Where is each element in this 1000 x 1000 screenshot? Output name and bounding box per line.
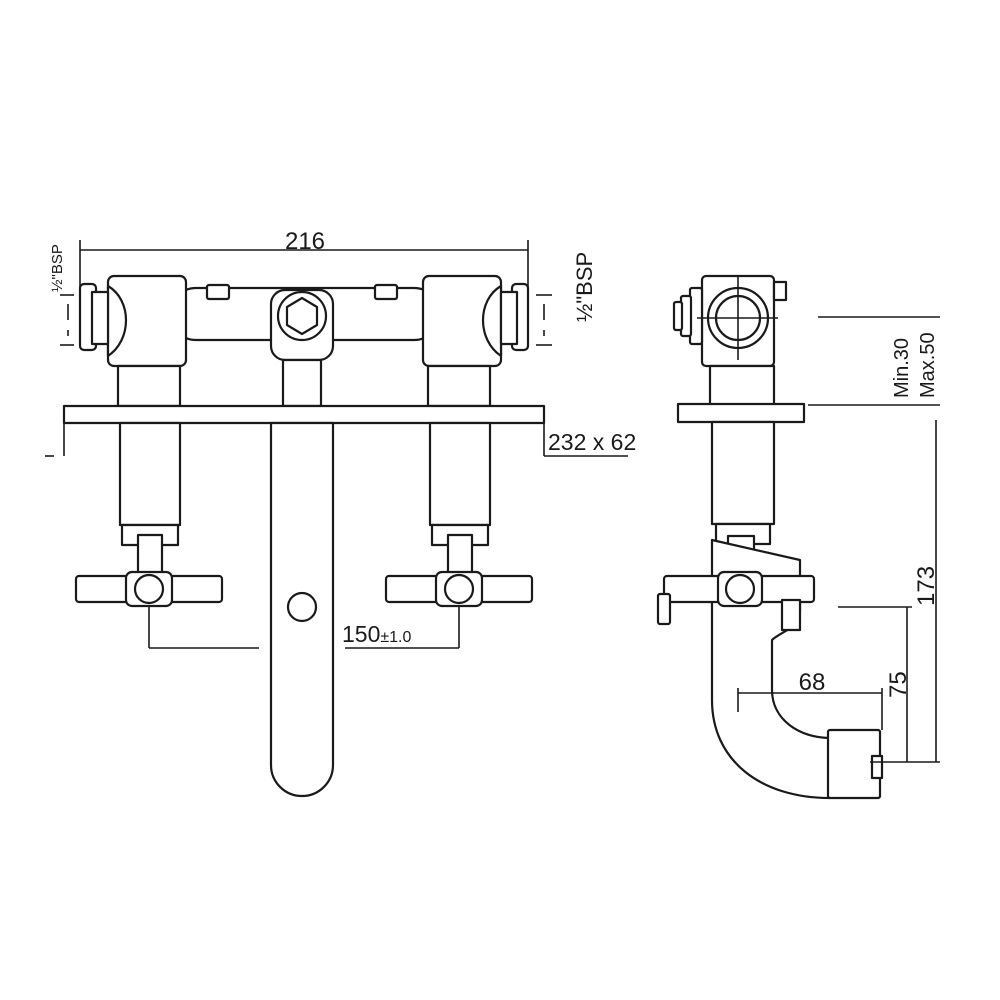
dimension-handle-spacing: 150±1.0 [148, 605, 460, 649]
left-handle-hub-icon [133, 573, 165, 605]
side-wall-plate [676, 402, 806, 424]
left-stem-upper [116, 364, 182, 408]
spout-connector [269, 288, 335, 408]
body-screw-right [373, 283, 399, 301]
spout-height-label: 173 [913, 566, 940, 606]
right-cross-handle [384, 570, 534, 608]
handle-spacing-label: 150±1.0 [342, 621, 412, 647]
dimension-spout-projection: 68 [737, 669, 883, 730]
side-cross-handle [656, 570, 816, 632]
spout-projection-label: 68 [799, 669, 826, 696]
right-stem-upper [426, 364, 492, 408]
side-valve-head [672, 274, 788, 368]
wall-depth-max-label: Max.50 [917, 332, 939, 398]
left-stem-lower [118, 421, 182, 527]
side-handle-hub-icon [724, 573, 756, 605]
handle-spacing-value: 150 [342, 621, 380, 647]
handle-spacing-tolerance: ±1.0 [380, 629, 411, 646]
right-handle-hub-icon [443, 573, 475, 605]
spout-aerator-icon [286, 591, 318, 623]
dimension-spout-height: 173 [870, 420, 940, 763]
outlet-height-label: 75 [885, 671, 912, 698]
dimension-outlet-height: 75 [838, 606, 912, 762]
overall-width-label: 216 [285, 228, 325, 255]
side-view: Min.30 Max.50 173 75 68 [656, 274, 940, 800]
left-cross-handle [74, 570, 224, 608]
right-stem-lower [428, 421, 492, 527]
body-screw-left [205, 283, 231, 301]
left-valve-housing [78, 274, 188, 368]
inlet-left-size-label: ½"BSP [49, 244, 66, 292]
front-view: 216 ½"BSP ½"BSP [45, 228, 636, 798]
right-valve-housing [421, 274, 530, 368]
dimension-overall-width: 216 [79, 228, 529, 290]
inlet-right-size-label: ½"BSP [572, 252, 597, 322]
dimension-wall-depth: Min.30 Max.50 [808, 316, 940, 406]
wall-depth-min-label: Min.30 [891, 338, 913, 398]
hex-nut-icon [285, 296, 319, 336]
wall-plate [62, 404, 546, 425]
wall-plate-size-label: 232 x 62 [548, 429, 636, 455]
